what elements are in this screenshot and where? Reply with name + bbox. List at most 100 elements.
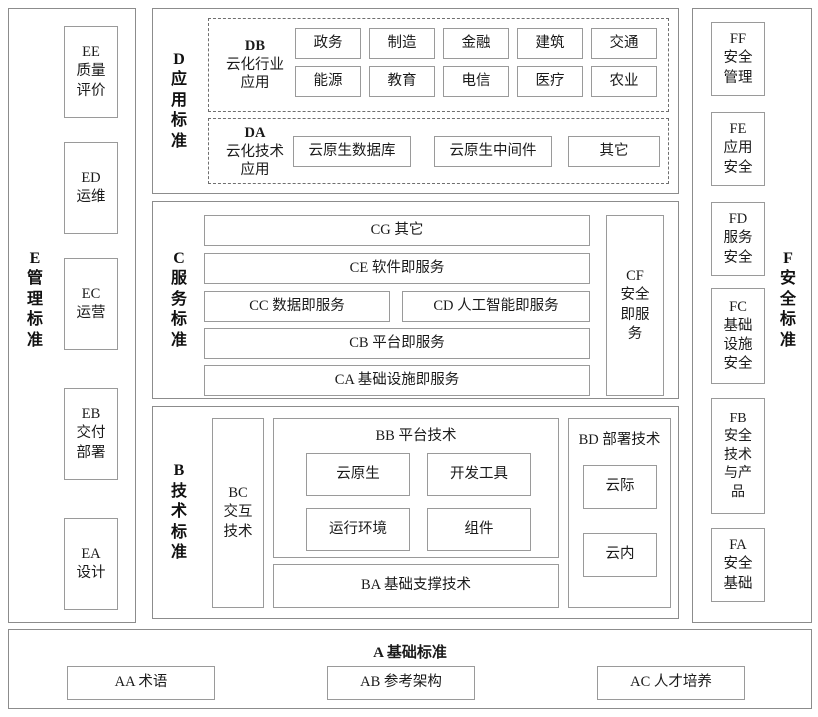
item-ec-operation[interactable]: EC 运营 (64, 258, 118, 350)
item-da-cloud-native-database[interactable]: 云原生数据库 (293, 136, 411, 167)
panel-f-spine-label: F 安 全 标 准 (768, 225, 808, 375)
group-db-label: DB 云化行业 应用 (212, 26, 298, 104)
item-fd-line-1: 安全 (723, 249, 753, 266)
item-db-transportation[interactable]: 交通 (591, 28, 657, 59)
item-cg-other[interactable]: CG 其它 (204, 215, 590, 246)
item-fa-line-1: 基础 (723, 575, 753, 592)
item-db-agriculture-label: 农业 (609, 72, 639, 89)
item-bc-line-0: 交互 (223, 504, 253, 521)
item-cb-platform-as-a-service[interactable]: CB 平台即服务 (204, 328, 590, 359)
item-da-cloud-native-database-label: 云原生数据库 (308, 142, 396, 159)
item-fd-service-security[interactable]: FD 服务 安全 (711, 202, 765, 276)
group-bb-title: BB 平台技术 (375, 428, 457, 444)
item-db-construction[interactable]: 建筑 (517, 28, 583, 59)
panel-b-spine-char-2: 标 (170, 523, 187, 541)
panel-d-spine-char-3: 准 (170, 132, 187, 150)
item-bc-code: BC (228, 485, 248, 502)
item-aa-terminology[interactable]: AA 术语 (67, 666, 215, 700)
item-ff-line-0: 安全 (723, 50, 753, 67)
item-cf-security-as-a-service[interactable]: CF 安全 即服 务 (606, 215, 664, 396)
item-db-government[interactable]: 政务 (295, 28, 361, 59)
item-ee-quality-evaluation[interactable]: EE 质量 评价 (64, 26, 118, 118)
panel-b-spine-label: B 技 术 标 准 (160, 435, 198, 590)
item-cc-data-as-a-service[interactable]: CC 数据即服务 (204, 291, 390, 322)
item-ea-line-0: 设计 (76, 565, 106, 581)
group-da-label-line-0: 云化技术 (226, 143, 284, 160)
item-ff-security-management[interactable]: FF 安全 管理 (711, 22, 765, 96)
item-db-manufacturing[interactable]: 制造 (369, 28, 435, 59)
item-fd-line-0: 服务 (723, 230, 753, 247)
item-db-education[interactable]: 教育 (369, 66, 435, 97)
item-ff-line-1: 管理 (723, 69, 753, 86)
item-ee-line-1: 评价 (76, 82, 106, 99)
item-bb-components[interactable]: 组件 (427, 508, 531, 551)
item-ff-code: FF (729, 31, 747, 48)
item-fb-code: FB (729, 410, 747, 426)
item-db-education-label: 教育 (387, 72, 417, 89)
item-eb-delivery-deployment[interactable]: EB 交付 部署 (64, 388, 118, 480)
item-bd-inter-cloud[interactable]: 云际 (583, 465, 657, 509)
item-ca-label: CA 基础设施即服务 (334, 371, 460, 388)
item-bd-inter-cloud-label: 云际 (605, 478, 635, 495)
panel-b-spine-char-1: 术 (170, 503, 187, 521)
item-db-government-label: 政务 (313, 34, 343, 51)
item-da-other[interactable]: 其它 (568, 136, 660, 167)
item-cc-label: CC 数据即服务 (249, 297, 345, 314)
item-db-finance[interactable]: 金融 (443, 28, 509, 59)
item-ed-line-0: 运维 (76, 189, 106, 205)
item-db-agriculture[interactable]: 农业 (591, 66, 657, 97)
item-aa-label: AA 术语 (114, 674, 168, 691)
item-cd-label: CD 人工智能即服务 (433, 297, 559, 314)
group-da-cloud-technology-applications (208, 118, 669, 184)
item-fc-line-1: 设施 (723, 337, 753, 353)
item-ab-reference-architecture[interactable]: AB 参考架构 (327, 666, 475, 700)
group-bd-deployment-technology: BD 部署技术 云际 云内 (568, 418, 671, 608)
item-db-manufacturing-label: 制造 (387, 34, 417, 51)
panel-b-spine-char-3: 准 (170, 544, 187, 562)
group-da-label: DA 云化技术 应用 (212, 122, 298, 182)
item-ed-operations-maintenance[interactable]: ED 运维 (64, 142, 118, 234)
item-db-energy-label: 能源 (313, 72, 343, 89)
item-eb-line-1: 部署 (76, 444, 106, 461)
panel-e-spine-char-0: 管 (26, 270, 43, 288)
group-db-label-line-0: 云化行业 (226, 56, 284, 73)
item-db-transportation-label: 交通 (609, 34, 639, 51)
panel-d-spine-label: D 应 用 标 准 (160, 26, 198, 176)
item-bb-runtime-environment-label: 运行环境 (329, 520, 387, 537)
item-eb-line-0: 交付 (76, 425, 106, 442)
item-ab-label: AB 参考架构 (360, 674, 442, 691)
item-ac-talent-development[interactable]: AC 人才培养 (597, 666, 745, 700)
item-fc-line-2: 安全 (723, 356, 753, 373)
item-ce-software-as-a-service[interactable]: CE 软件即服务 (204, 253, 590, 284)
item-ba-foundation-support-technology[interactable]: BA 基础支撑技术 (273, 564, 559, 608)
item-fb-line-0: 安全 (724, 429, 752, 445)
item-bb-dev-tools[interactable]: 开发工具 (427, 453, 531, 496)
item-bb-components-label: 组件 (464, 520, 494, 537)
item-ca-infrastructure-as-a-service[interactable]: CA 基础设施即服务 (204, 365, 590, 396)
item-bd-intra-cloud[interactable]: 云内 (583, 533, 657, 577)
item-fa-code: FA (729, 537, 747, 554)
panel-c-spine-char-0: 服 (170, 270, 187, 288)
item-db-energy[interactable]: 能源 (295, 66, 361, 97)
item-bb-cloud-native[interactable]: 云原生 (306, 453, 410, 496)
item-fa-security-foundation[interactable]: FA 安全 基础 (711, 528, 765, 602)
item-db-telecom-label: 电信 (461, 72, 491, 89)
item-fa-line-0: 安全 (723, 556, 753, 573)
item-db-telecom[interactable]: 电信 (443, 66, 509, 97)
item-bc-interaction-technology[interactable]: BC 交互 技术 (212, 418, 264, 608)
item-ce-label: CE 软件即服务 (349, 259, 445, 276)
item-fe-application-security[interactable]: FE 应用 安全 (711, 112, 765, 186)
item-bd-intra-cloud-label: 云内 (605, 546, 635, 563)
item-cf-code: CF (626, 268, 644, 285)
item-fc-infrastructure-security[interactable]: FC 基础 设施 安全 (711, 288, 765, 384)
item-db-healthcare[interactable]: 医疗 (517, 66, 583, 97)
item-fb-line-2: 与产 (724, 466, 752, 482)
item-da-cloud-native-middleware[interactable]: 云原生中间件 (434, 136, 552, 167)
item-bb-runtime-environment[interactable]: 运行环境 (306, 508, 410, 551)
item-da-other-label: 其它 (599, 142, 629, 159)
item-fb-security-tech-products[interactable]: FB 安全 技术 与产 品 (711, 398, 765, 514)
item-ea-design[interactable]: EA 设计 (64, 518, 118, 610)
item-fb-line-1: 技术 (724, 447, 752, 463)
item-cd-ai-as-a-service[interactable]: CD 人工智能即服务 (402, 291, 590, 322)
item-ec-code: EC (81, 285, 101, 302)
